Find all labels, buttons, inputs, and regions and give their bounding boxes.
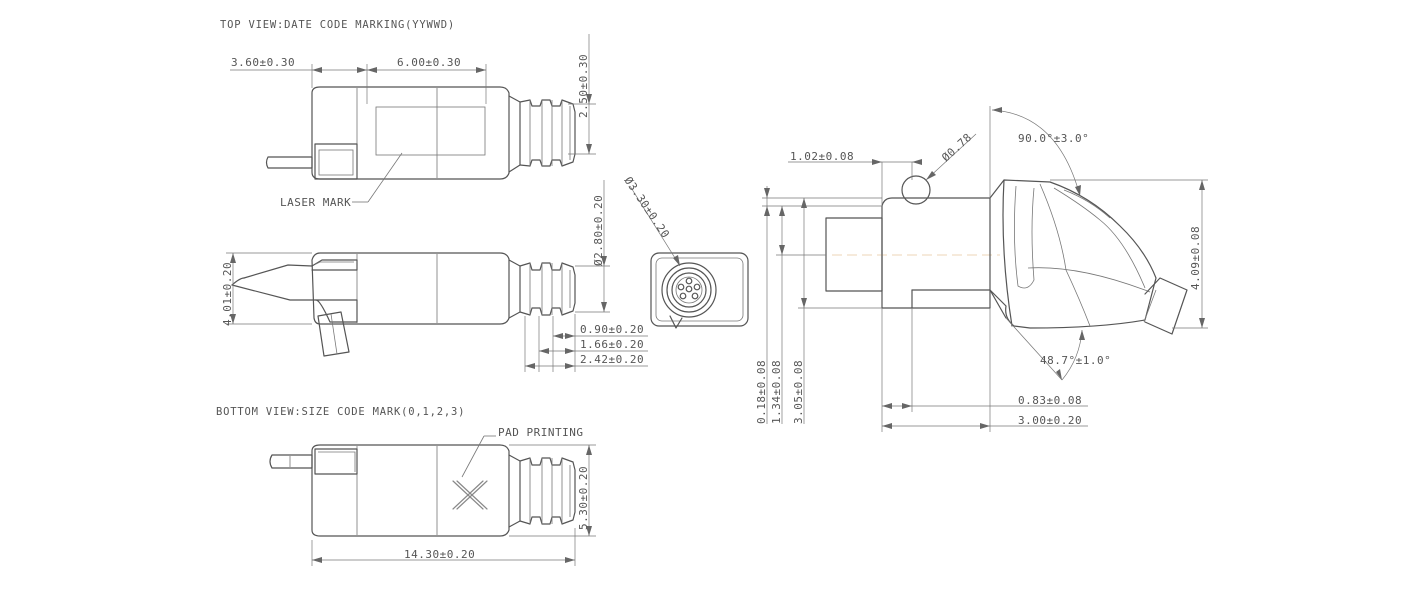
dim-1-02: 1.02±0.08 — [790, 150, 854, 163]
side-view-dimensions: 4.01±0.20 Ø2.80±0.20 0.90±0.20 1.66±0.20… — [221, 180, 648, 372]
top-view-header: TOP VIEW:DATE CODE MARKING(YYWWD) — [220, 19, 455, 31]
top-view-dimensions: 3.60±0.30 6.00±0.30 2.50±0.30 LASER MARK — [230, 34, 596, 209]
dim-3-30-dia: Ø3.30±0.20 — [622, 174, 673, 240]
dim-1-34: 1.34±0.08 — [770, 360, 783, 424]
dim-3-60: 3.60±0.30 — [231, 56, 295, 69]
angled-detail-dimensions: 1.02±0.08 Ø0.78 90.0°±3.0° 4.09±0.08 48.… — [755, 106, 1208, 432]
pad-printing-callout: PAD PRINTING — [498, 426, 583, 439]
dim-4-01: 4.01±0.20 — [221, 262, 234, 326]
dim-2-42: 2.42±0.20 — [580, 353, 644, 366]
dim-3-05: 3.05±0.08 — [792, 360, 805, 424]
top-view — [265, 86, 576, 180]
bottom-view-dimensions: PAD PRINTING 5.30±0.20 14.30±0.20 — [311, 426, 596, 566]
dim-0-18: 0.18±0.08 — [755, 360, 768, 424]
dim-2-80-dia: Ø2.80±0.20 — [592, 195, 605, 266]
angled-detail-view — [825, 175, 1188, 335]
bottom-view-header: BOTTOM VIEW:SIZE CODE MARK(0,1,2,3) — [216, 406, 465, 418]
dim-0-83: 0.83±0.08 — [1018, 394, 1082, 407]
bottom-view — [269, 444, 576, 537]
dim-14-30: 14.30±0.20 — [404, 548, 475, 561]
dim-90-0: 90.0°±3.0° — [1018, 132, 1089, 145]
dim-3-00: 3.00±0.20 — [1018, 414, 1082, 427]
dim-0-90: 0.90±0.20 — [580, 323, 644, 336]
dim-2-50: 2.50±0.30 — [577, 54, 590, 118]
dim-1-66: 1.66±0.20 — [580, 338, 644, 351]
side-view — [231, 252, 576, 357]
dim-0-78-dia: Ø0.78 — [939, 131, 974, 164]
laser-mark-callout: LASER MARK — [280, 196, 351, 209]
dim-4-09: 4.09±0.08 — [1189, 226, 1202, 290]
end-view: Ø3.30±0.20 — [622, 174, 749, 329]
dim-48-7: 48.7°±1.0° — [1040, 354, 1111, 367]
dim-6-00: 6.00±0.30 — [397, 56, 461, 69]
dim-5-30: 5.30±0.20 — [577, 466, 590, 530]
